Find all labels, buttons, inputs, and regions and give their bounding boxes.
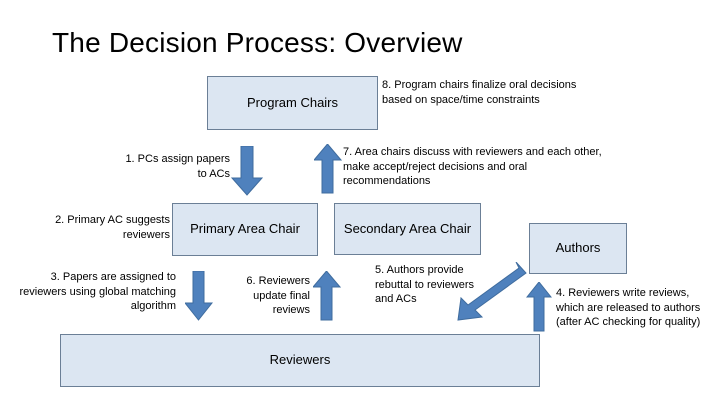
note-step-6: 6. Reviewers update final reviews bbox=[246, 275, 310, 317]
box-reviewers[interactable]: Reviewers bbox=[60, 334, 540, 387]
note-step-1: 1. PCs assign papers to ACs bbox=[125, 153, 230, 180]
box-primary-area-chair[interactable]: Primary Area Chair bbox=[172, 203, 318, 256]
box-reviewers-label: Reviewers bbox=[269, 352, 331, 368]
note-step-4: 4. Reviewers write reviews, which are re… bbox=[556, 287, 701, 329]
box-secondary-area-chair[interactable]: Secondary Area Chair bbox=[334, 203, 481, 255]
note-step-3: 3. Papers are assigned to reviewers usin… bbox=[19, 271, 176, 313]
arrow-acs-to-pcs-up-icon bbox=[314, 144, 342, 194]
note-step-2: 2. Primary AC suggests reviewers bbox=[55, 214, 170, 241]
box-authors-label: Authors bbox=[555, 240, 601, 256]
arrow-reviewers-to-acs-up-icon bbox=[313, 271, 341, 321]
box-primary-area-chair-label: Primary Area Chair bbox=[190, 221, 300, 237]
page-title: The Decision Process: Overview bbox=[52, 27, 463, 58]
note-step-8: 8. Program chairs finalize oral decision… bbox=[382, 79, 577, 106]
arrow-pcs-to-acs-down-icon bbox=[231, 146, 263, 196]
note-step-7: 7. Area chairs discuss with reviewers an… bbox=[343, 146, 602, 188]
box-secondary-area-chair-label: Secondary Area Chair bbox=[343, 220, 472, 236]
arrow-authors-to-reviewers-diagonal-icon bbox=[444, 261, 528, 331]
note-step-5: 5. Authors provide rebuttal to reviewers… bbox=[375, 264, 475, 306]
box-program-chairs-label: Program Chairs bbox=[246, 94, 339, 110]
arrow-reviewers-to-authors-up-icon bbox=[526, 282, 552, 332]
box-authors[interactable]: Authors bbox=[529, 223, 627, 274]
box-program-chairs[interactable]: Program Chairs bbox=[207, 76, 378, 130]
arrow-acs-to-reviewers-down-icon bbox=[185, 271, 213, 321]
